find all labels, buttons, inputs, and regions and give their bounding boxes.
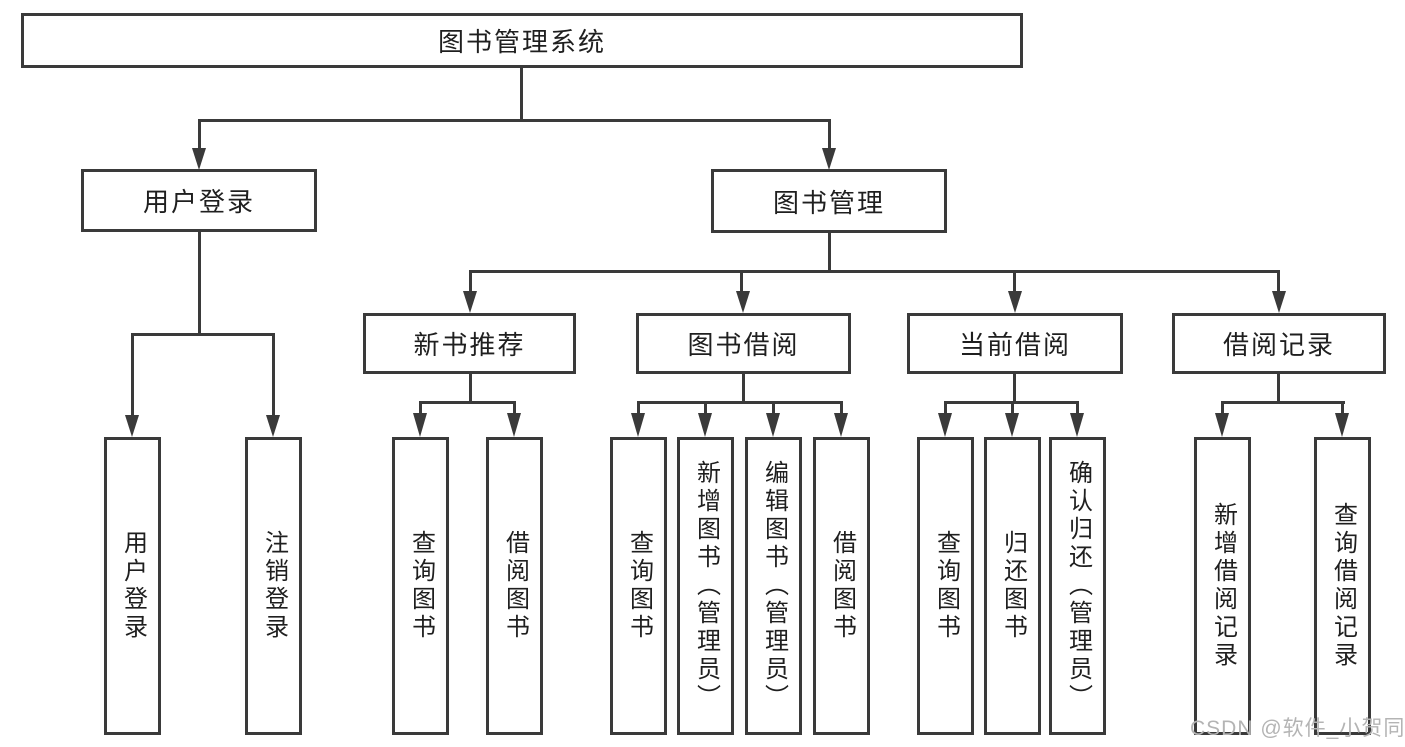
leaf-add-books-admin: 新增图书（管理员） <box>677 437 734 735</box>
arrow-down-icon <box>1272 291 1286 313</box>
leaf-user-login: 用户登录 <box>104 437 161 735</box>
connector-line <box>198 231 201 335</box>
connector-line <box>469 270 1280 273</box>
connector-line <box>637 401 842 404</box>
connector-line <box>1221 401 1224 415</box>
connector-line <box>1013 270 1016 293</box>
connector-line <box>272 333 275 417</box>
connector-line <box>1076 401 1079 415</box>
connector-line <box>198 119 831 122</box>
connector-line <box>131 333 275 336</box>
arrow-down-icon <box>266 415 280 437</box>
arrow-down-icon <box>822 148 836 170</box>
node-borrowing-records: 借阅记录 <box>1172 313 1386 374</box>
leaf-query-books-current: 查询图书 <box>917 437 974 735</box>
connector-line <box>1341 401 1344 415</box>
arrow-down-icon <box>631 413 645 437</box>
leaf-edit-books-admin: 编辑图书（管理员） <box>745 437 802 735</box>
connector-line <box>1277 372 1280 404</box>
arrow-down-icon <box>1215 413 1229 437</box>
connector-line <box>1221 401 1345 404</box>
connector-line <box>469 270 472 293</box>
connector-line <box>198 119 201 150</box>
leaf-return-books: 归还图书 <box>984 437 1041 735</box>
connector-line <box>840 401 843 415</box>
arrow-down-icon <box>938 413 952 437</box>
leaf-query-borrow-record: 查询借阅记录 <box>1314 437 1371 735</box>
node-book-borrowing: 图书借阅 <box>636 313 851 374</box>
arrow-down-icon <box>1335 413 1349 437</box>
node-current-borrowing: 当前借阅 <box>907 313 1123 374</box>
connector-line <box>469 372 472 404</box>
connector-line <box>1277 270 1280 293</box>
connector-line <box>704 401 707 415</box>
arrow-down-icon <box>698 413 712 437</box>
leaf-query-books-borrowing: 查询图书 <box>610 437 667 735</box>
connector-line <box>1011 401 1014 415</box>
arrow-down-icon <box>766 413 780 437</box>
connector-line <box>513 401 516 415</box>
connector-line <box>944 401 947 415</box>
arrow-down-icon <box>507 413 521 437</box>
watermark: CSDN @软件_小贺同学 <box>1190 717 1405 740</box>
connector-line <box>637 401 640 415</box>
node-book-management: 图书管理 <box>711 169 947 233</box>
connector-line <box>1013 372 1016 404</box>
arrow-down-icon <box>1070 413 1084 437</box>
leaf-borrow-books-borrowing: 借阅图书 <box>813 437 870 735</box>
connector-line <box>742 372 745 404</box>
arrow-down-icon <box>192 148 206 170</box>
node-user-login: 用户登录 <box>81 169 317 232</box>
connector-line <box>131 333 134 417</box>
arrow-down-icon <box>1005 413 1019 437</box>
arrow-down-icon <box>834 413 848 437</box>
leaf-borrow-books-recommend: 借阅图书 <box>486 437 543 735</box>
arrow-down-icon <box>1008 291 1022 313</box>
connector-line <box>520 66 523 122</box>
connector-line <box>740 270 743 293</box>
arrow-down-icon <box>413 413 427 437</box>
node-new-book-recommend: 新书推荐 <box>363 313 576 374</box>
connector-line <box>419 401 516 404</box>
connector-line <box>772 401 775 415</box>
arrow-down-icon <box>125 415 139 437</box>
node-root: 图书管理系统 <box>21 13 1023 68</box>
connector-line <box>419 401 422 415</box>
leaf-query-books-recommend: 查询图书 <box>392 437 449 735</box>
leaf-confirm-return-admin: 确认归还（管理员） <box>1049 437 1106 735</box>
connector-line <box>828 119 831 150</box>
connector-line <box>828 231 831 273</box>
leaf-logout: 注销登录 <box>245 437 302 735</box>
arrow-down-icon <box>736 291 750 313</box>
arrow-down-icon <box>463 291 477 313</box>
leaf-add-borrow-record: 新增借阅记录 <box>1194 437 1251 735</box>
